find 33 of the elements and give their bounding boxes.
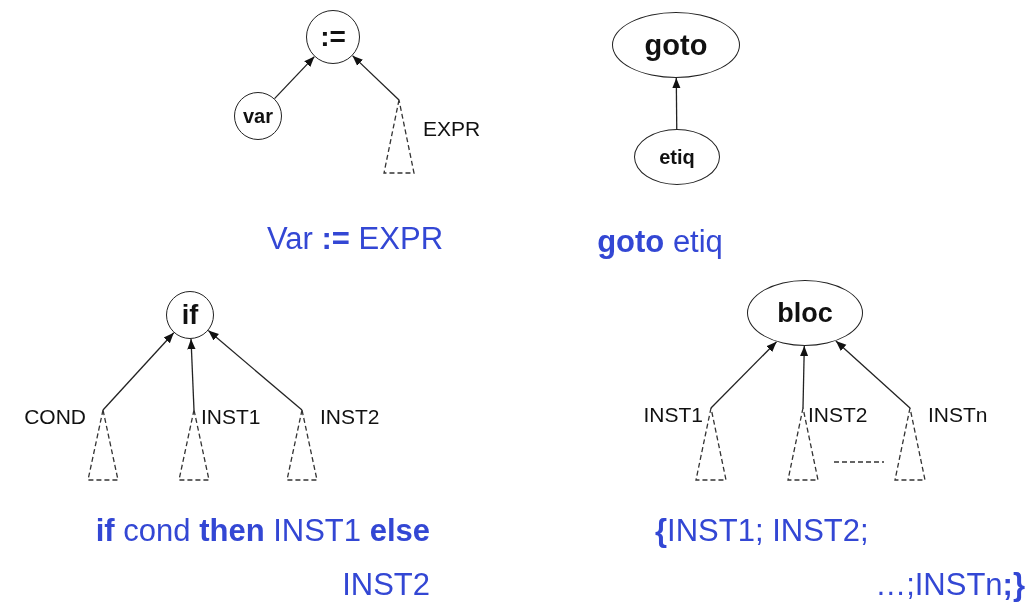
arrow xyxy=(835,340,911,409)
arrow xyxy=(672,77,681,130)
arrow xyxy=(207,329,303,411)
node-text: bloc xyxy=(777,299,833,327)
circle-node xyxy=(166,291,214,339)
dashed-triangle xyxy=(894,407,926,481)
caption-text: if cond then INST1 else INST2 xyxy=(94,512,430,605)
caption-text: {INST1; INST2; …;INSTn;} xyxy=(655,512,1025,605)
node-text: etiq xyxy=(659,147,695,167)
arrow xyxy=(273,55,316,100)
arrow xyxy=(187,338,196,411)
arrow xyxy=(102,332,175,411)
arrow xyxy=(710,341,778,409)
dashed-triangle xyxy=(383,99,415,174)
caption-text: goto etiq xyxy=(596,223,724,261)
node-label: EXPR xyxy=(423,118,481,139)
circle-node xyxy=(234,92,282,140)
circle-node xyxy=(306,10,360,64)
arrow xyxy=(799,345,809,409)
dashed-triangle xyxy=(286,409,318,481)
node-text: goto xyxy=(644,30,708,60)
node-text: if xyxy=(181,301,199,329)
node-label: INST2 xyxy=(808,404,868,425)
node-label: INST1 xyxy=(201,406,261,427)
node-text: := xyxy=(320,23,346,51)
node-label: INST1 xyxy=(643,404,703,425)
caption-text: Var := EXPR xyxy=(266,220,444,258)
node-label: INSTn xyxy=(928,404,988,425)
arrow xyxy=(351,55,400,101)
node-label: COND xyxy=(24,406,86,427)
node-label: INST2 xyxy=(320,406,380,427)
dashed-triangle xyxy=(87,409,119,481)
node-text: var xyxy=(243,106,273,126)
